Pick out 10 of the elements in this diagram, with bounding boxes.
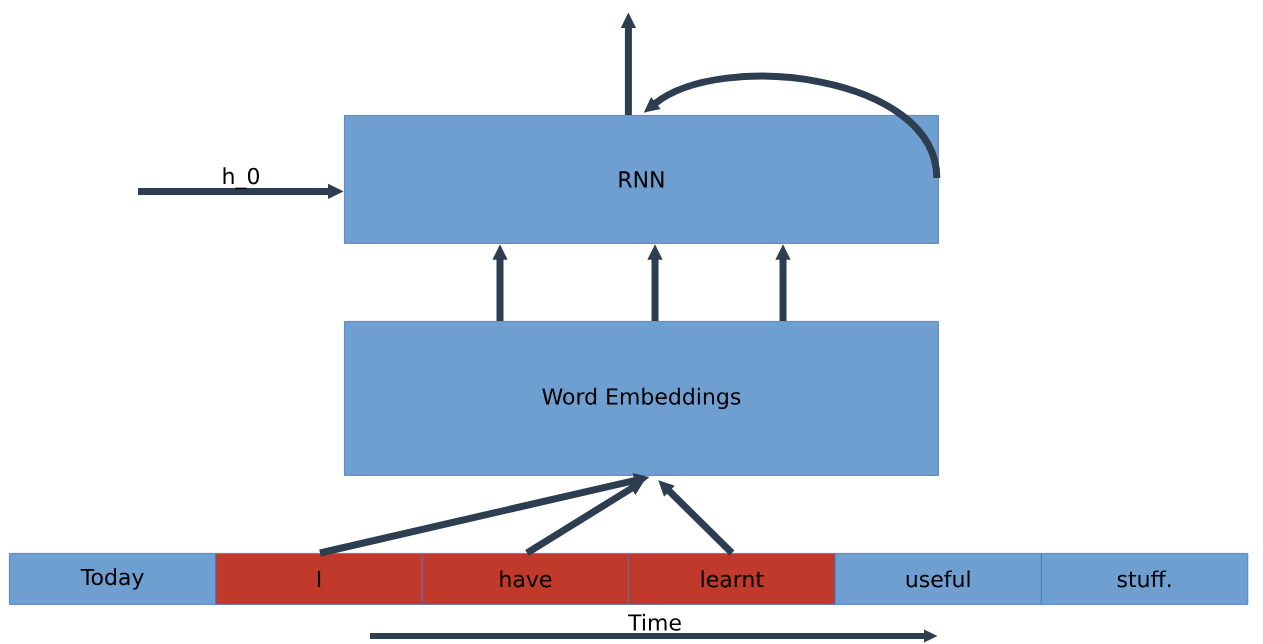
- embedding-box: Word Embeddings: [344, 321, 939, 476]
- word-box: I: [215, 553, 423, 605]
- axis-label: Time: [628, 613, 681, 631]
- word-box: stuff.: [1041, 553, 1249, 605]
- word-box: learnt: [628, 553, 836, 605]
- word-box: Today: [9, 553, 217, 605]
- rnn-box: RNN: [344, 115, 939, 244]
- edge-label: h_0: [223, 167, 259, 190]
- word-box: have: [421, 553, 629, 605]
- word-box: useful: [834, 553, 1042, 605]
